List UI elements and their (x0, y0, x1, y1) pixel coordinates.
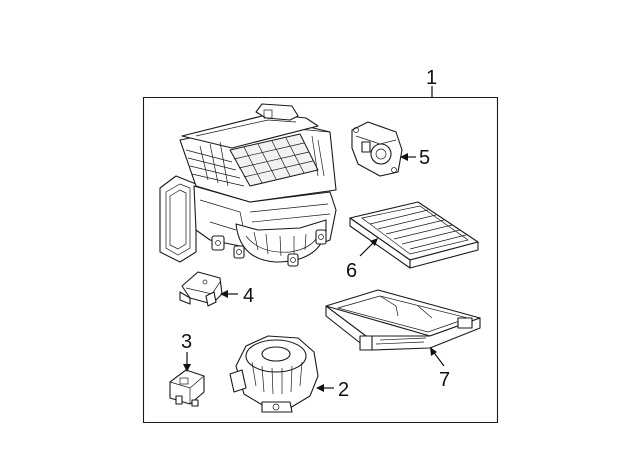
callout-7-arrow (430, 347, 437, 356)
blower-motor-part-2[interactable] (229, 335, 319, 413)
heater-core-part-7[interactable] (325, 289, 481, 351)
callout-2-arrow (316, 384, 324, 392)
callout-3[interactable]: 3 (181, 331, 192, 353)
relay-part-3[interactable] (169, 369, 205, 407)
assembly-frame (142, 96, 499, 424)
callout-6[interactable]: 6 (346, 260, 357, 282)
callout-6-arrow (370, 238, 378, 246)
callout-3-arrow (183, 364, 191, 372)
blower-case-assembly[interactable] (159, 103, 337, 267)
callout-5-arrow (400, 153, 408, 161)
air-mix-servo-part-5[interactable] (351, 121, 403, 177)
cabin-filter-part-6[interactable] (349, 201, 479, 269)
callout-5[interactable]: 5 (419, 147, 430, 169)
callout-7[interactable]: 7 (439, 369, 450, 391)
blower-resistor-part-4[interactable] (179, 271, 223, 307)
callout-1[interactable]: 1 (426, 67, 437, 89)
callout-4[interactable]: 4 (243, 285, 254, 307)
callout-2[interactable]: 2 (338, 379, 349, 401)
callout-4-arrow (220, 290, 228, 298)
